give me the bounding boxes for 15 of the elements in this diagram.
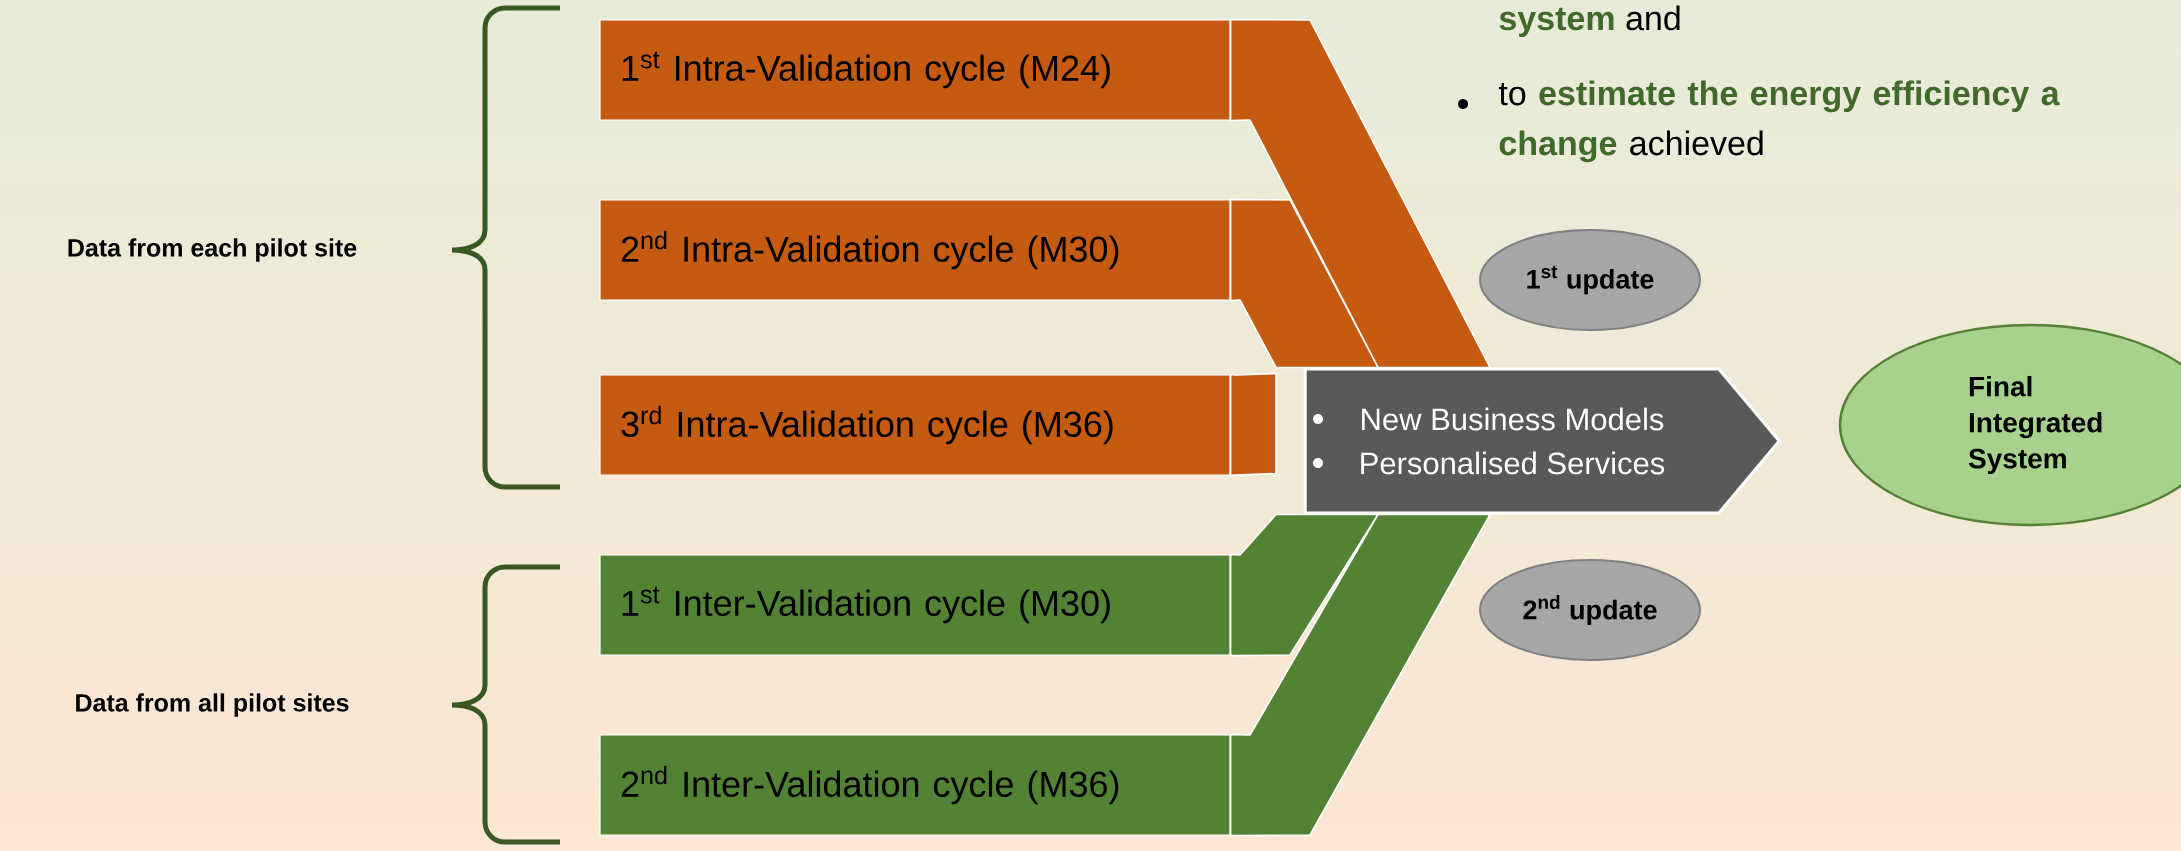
pentagon-arrow-box: New Business Models Personalised Services [1303, 367, 1782, 515]
note-text: system and [1499, 5, 1680, 38]
validation-cycle-band: 2$^{nd}$ Intra-Validation cycle (M30) [599, 199, 1231, 301]
validation-cycle-band: 2$^{nd}$ Inter-Validation cycle (M36) [599, 734, 1231, 836]
band-connector [1229, 372, 1277, 477]
group-label: Data from each pilot site [68, 238, 357, 262]
band-connector [1229, 513, 1491, 837]
validation-cycle-band: 3$^{rd}$ Intra-Validation cycle (M36) [599, 374, 1231, 476]
validation-cycle-band: 1$^{st}$ Inter-Validation cycle (M30) [599, 554, 1231, 656]
band-connector [1229, 513, 1379, 657]
note-text: to estimate the energy efficiency a change achieved [1498, 80, 2060, 163]
band-connector [1229, 18, 1491, 369]
band-connector [1229, 198, 1379, 369]
validation-cycle-band: 1$^{st}$ Intra-Validation cycle (M24) [599, 19, 1231, 121]
group-label: Data from all pilot sites [76, 693, 349, 717]
